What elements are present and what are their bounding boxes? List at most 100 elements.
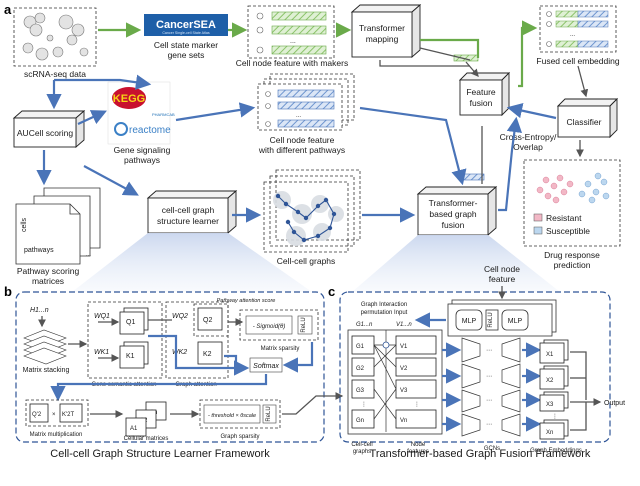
cross-entropy-label-2: Overlap bbox=[513, 142, 543, 152]
graph-attention-frame bbox=[165, 301, 229, 379]
q2-label: Q2 bbox=[203, 317, 212, 324]
gcn-stack bbox=[461, 337, 521, 437]
legend-resistant: Resistant bbox=[546, 213, 582, 223]
softmax-box bbox=[249, 357, 283, 373]
graph-interaction-label-1: Graph Interaction bbox=[361, 302, 407, 308]
gene-semantic-frame bbox=[87, 301, 163, 379]
susceptible-swatch bbox=[533, 226, 543, 235]
v-column: V1 V2 V3 ⋮ Vn bbox=[395, 335, 437, 429]
v1-label: V1 bbox=[400, 344, 408, 350]
cone-graph-fusion bbox=[352, 235, 560, 292]
g1-label: G1 bbox=[356, 344, 365, 350]
dots-fused: ... bbox=[570, 32, 575, 38]
feature-fusion-box: Feature fusion bbox=[458, 71, 511, 117]
blue-token bbox=[459, 173, 485, 181]
transformer-mapping-label-2: mapping bbox=[366, 34, 399, 44]
relu-c-label: ReLU bbox=[488, 312, 494, 327]
fused-embedding-label: Fused cell embedding bbox=[536, 56, 619, 66]
fused-cell-embedding: ... bbox=[539, 5, 617, 53]
panel-c-frame bbox=[339, 291, 611, 443]
drug-response-panel: Resistant Susceptible bbox=[523, 159, 621, 247]
sigmoid-box bbox=[245, 315, 293, 335]
legend-susceptible: Susceptible bbox=[546, 226, 590, 236]
wk2-label: WK2 bbox=[172, 349, 187, 356]
k1-matrix-front bbox=[119, 345, 145, 369]
graph-sparsity-frame bbox=[199, 399, 281, 429]
matrix-stacking-label: Matrix stacking bbox=[23, 367, 70, 374]
scrna-seq-node: scRNA-seq data bbox=[13, 7, 97, 79]
gcn-dots: ⋯ ⋯ ⋯ ⋯ bbox=[486, 348, 492, 428]
graph-fusion-label-2: based graph bbox=[429, 209, 477, 219]
structure-learner-box: cell-cell graph structure learner bbox=[146, 190, 238, 234]
transformer-mapping-label-1: Transformer bbox=[359, 23, 405, 33]
k2-prime-matrix bbox=[59, 403, 83, 423]
feature-fusion-label-2: fusion bbox=[470, 98, 493, 108]
graph-interaction-label-2: permutation Input bbox=[361, 310, 408, 316]
svg-text:⋯: ⋯ bbox=[486, 398, 492, 404]
cancersea-sub-text: Cancer Single-cell State Atlas bbox=[162, 31, 210, 35]
panel-b-title: Cell-cell Graph Structure Learner Framew… bbox=[50, 448, 270, 460]
cell-cell-graphs-c-2: graphs bbox=[353, 449, 371, 455]
softmax-label: Softmax bbox=[253, 363, 279, 370]
h-label: H1...n bbox=[30, 307, 49, 314]
relu-box-b1 bbox=[297, 315, 313, 335]
graph-embeddings: X1 X2 X3 ⋮ Xn bbox=[539, 339, 569, 440]
sigmoid-label: - Sigmoid(θ) bbox=[253, 324, 286, 330]
panel-b-frame bbox=[15, 291, 325, 443]
green-token bbox=[453, 54, 479, 62]
cone-structure-learner bbox=[72, 233, 312, 292]
matrix-mult-label: Matrix multiplication bbox=[30, 432, 83, 438]
pathway-scoring-label-1: Pathway scoring bbox=[17, 266, 80, 276]
cellular-matrices: An A2 A1 bbox=[125, 401, 167, 437]
gcn-arrows bbox=[442, 342, 542, 432]
x3-label: X3 bbox=[546, 402, 554, 408]
structure-learner-label-1: cell-cell graph bbox=[162, 205, 215, 215]
graph-fusion-label-3: fusion bbox=[442, 220, 465, 230]
q1-matrix-front bbox=[119, 311, 145, 335]
k2-prime-label: K'2T bbox=[62, 412, 74, 418]
svg-text:⋯: ⋯ bbox=[486, 348, 492, 354]
cell-node-feature-pathways: ... bbox=[257, 73, 355, 131]
panel-c-title: Transformer-based Graph Fusion Framework bbox=[370, 448, 591, 460]
aucell-scoring-box: AUCell scoring bbox=[12, 110, 86, 148]
vn-label: Vn bbox=[400, 418, 407, 424]
g3-label: G3 bbox=[356, 388, 365, 394]
wk1-label: WK1 bbox=[94, 349, 109, 356]
g-set-label: G1...n bbox=[356, 322, 373, 328]
q2-matrix bbox=[197, 307, 223, 331]
v-set-label: V1...n bbox=[396, 322, 412, 328]
output-label: Output bbox=[604, 400, 625, 407]
threshold-label: - threshold × θscale bbox=[208, 413, 256, 419]
transformer-mapping-box: Transformer mapping bbox=[350, 4, 422, 58]
cell-node-feature-c-label-1: Cell node bbox=[484, 264, 520, 274]
v2-label: V2 bbox=[400, 366, 408, 372]
cell-node-pathways-label-1: Cell node feature bbox=[270, 135, 335, 145]
reactome-logo-text: reactome bbox=[129, 125, 171, 136]
k1-label: K1 bbox=[126, 353, 135, 360]
graph-fusion-box: Transformer- based graph fusion bbox=[416, 186, 498, 236]
classifier-label: Classifier bbox=[567, 117, 602, 127]
pathway-scoring-label-2: matrices bbox=[32, 276, 64, 286]
node-features-c-2: features bbox=[407, 449, 429, 455]
kegg-logo-text: KEGG bbox=[113, 93, 145, 105]
pathway-attention-label: Pathway attention score bbox=[217, 298, 276, 304]
svg-text:⋯: ⋯ bbox=[486, 422, 492, 428]
graph-embeddings-label: Graph Embeddings bbox=[530, 448, 582, 454]
matrix-stack bbox=[23, 329, 67, 365]
pharmcab-logo-text: PHARMCAB bbox=[152, 112, 175, 117]
cells-axis-label: cells bbox=[21, 217, 28, 232]
mlp-1 bbox=[455, 309, 483, 331]
graph-fusion-label-1: Transformer- bbox=[429, 198, 478, 208]
xn-label: Xn bbox=[546, 430, 553, 436]
panel-c-label: c bbox=[328, 284, 335, 299]
relu-label-b2: ReLU bbox=[266, 406, 272, 421]
cell-cell-graphs-c-1: Cell-cell bbox=[351, 442, 372, 448]
q2-prime-label: Q'2 bbox=[32, 412, 42, 418]
relu-label-b1: ReLU bbox=[301, 317, 307, 332]
matrix-mult-frame bbox=[25, 399, 89, 427]
threshold-box bbox=[203, 404, 261, 424]
svg-text:⋯: ⋯ bbox=[486, 374, 492, 380]
dots-markers: ... bbox=[290, 38, 296, 45]
cell-node-feature-markers-label: Cell node feature with makers bbox=[236, 58, 348, 68]
